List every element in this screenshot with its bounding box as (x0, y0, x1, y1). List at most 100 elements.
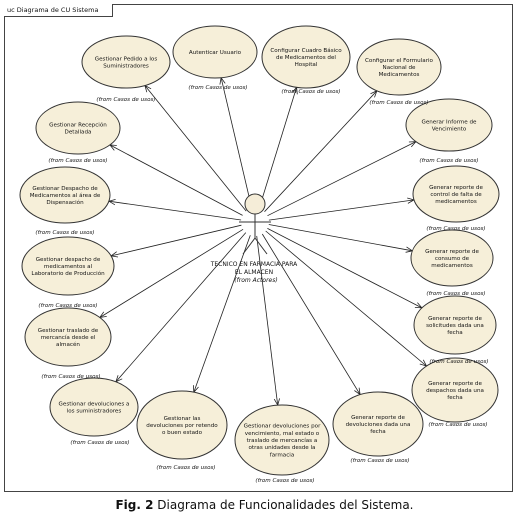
use-case-from-uc11: (from Casos de usos) (41, 374, 100, 380)
use-case-from-uc6: (from Casos de usos) (419, 158, 478, 164)
use-case-label-uc12-line1: Generar reporte de (428, 316, 482, 322)
actor-stereotype: (from Actores) (234, 277, 277, 284)
association-line-uc3 (258, 87, 297, 209)
use-case-label-uc8-line3: medicamentos (435, 199, 477, 205)
association-line-uc6 (267, 141, 417, 217)
use-case-from-uc1: (from Casos de usos) (96, 97, 155, 103)
use-case-from-uc7: (from Casos de usos) (35, 230, 94, 236)
use-case-label-uc4-line1: Configurar el Formulario (365, 58, 434, 64)
use-case-label-uc11-line1: Gestionar traslado de (38, 328, 99, 334)
use-case-label-uc16-line5: farmacia (270, 452, 295, 458)
use-case-label-uc17-line3: fecha (370, 429, 385, 435)
use-case-from-uc9: (from Casos de usos) (38, 303, 97, 309)
use-case-ellipses (19, 25, 500, 476)
association-arrow-uc4 (370, 90, 378, 98)
use-case-uc1 (81, 35, 171, 89)
use-case-label-uc14-line1: Generar reporte de (428, 381, 482, 387)
use-case-label-uc10-line2: consumo de (435, 256, 470, 262)
association-lines (99, 77, 427, 406)
use-case-uc8 (412, 165, 500, 223)
association-line-uc8 (268, 199, 415, 221)
use-case-label-uc14-line3: fecha (447, 395, 462, 401)
use-case-label-uc1-line2: Suministradores (103, 64, 149, 70)
association-arrow-uc14 (419, 359, 427, 367)
use-case-from-uc12: (from Casos de usos) (429, 359, 488, 365)
use-case-uc13 (49, 377, 139, 437)
use-case-label-uc3-line2: de Medicamentos del (276, 55, 336, 61)
association-line-uc13 (115, 232, 247, 383)
association-line-uc5 (109, 144, 243, 216)
association-arrow-uc17 (354, 387, 361, 395)
use-case-label-uc16-line1: Gestionar devoluciones por (244, 424, 321, 430)
association-line-uc10 (268, 224, 413, 252)
use-case-label-uc3-line1: Configurar Cuadro Básico (270, 47, 342, 54)
use-case-label-uc8-line1: Generar reporte de (429, 185, 483, 191)
use-case-uc12 (413, 295, 497, 355)
use-case-from-uc10: (from Casos de usos) (426, 291, 485, 297)
use-case-from-uc16: (from Casos de usos) (255, 478, 314, 484)
association-line-uc17 (261, 233, 361, 395)
use-case-from-uc2: (from Casos de usos) (188, 85, 247, 91)
use-case-uc7 (19, 166, 111, 224)
use-case-label-uc11-line2: mercancía desde el (41, 334, 96, 341)
association-line-uc16 (256, 235, 279, 406)
use-case-uc11 (24, 307, 112, 367)
association-line-uc4 (264, 90, 378, 212)
association-line-uc7 (108, 200, 242, 221)
use-case-label-uc15-line2: devoluciones por retendo (146, 423, 218, 429)
use-case-uc6 (405, 98, 493, 152)
use-case-from-uc3: (from Casos de usos) (281, 89, 340, 95)
use-case-label-uc7-line3: Dispensación (46, 199, 84, 206)
actor-left-leg (242, 237, 256, 255)
use-case-label-uc9-line3: Laboratorio de Producción (31, 270, 105, 277)
actor-name-line2: EL ALMACEN (235, 269, 273, 276)
use-case-from-uc15: (from Casos de usos) (156, 465, 215, 471)
use-case-label-uc5-line2: Detallada (65, 130, 92, 136)
use-case-label-uc3-line3: Hospital (295, 62, 318, 68)
actor-head (244, 193, 266, 215)
use-case-uc4 (356, 38, 442, 96)
use-case-label-uc16-line3: traslado de mercancías a (247, 437, 318, 444)
use-case-label-uc5-line1: Gestionar Recepción (49, 121, 107, 128)
association-arrow-uc15 (193, 385, 199, 393)
use-case-label-uc14-line2: despachos dada una (426, 388, 484, 394)
use-case-from-uc4: (from Casos de usos) (369, 100, 428, 106)
use-case-diagram: TECNICO EN FARMACIA PARA EL ALMACEN (fro… (19, 25, 500, 484)
use-case-from-uc13: (from Casos de usos) (70, 440, 129, 446)
figure-caption: Fig. 2 Diagrama de Funcionalidades del S… (0, 498, 529, 512)
use-case-label-uc7-line1: Gestionar Despacho de (32, 186, 98, 192)
use-case-uc9 (21, 236, 115, 296)
use-case-label-uc9-line2: medicamentos al (44, 264, 93, 270)
use-case-label-uc11-line3: almacén (56, 341, 80, 348)
use-case-label-uc15-line3: o buen estado (162, 430, 203, 436)
caption-text: Diagrama de Funcionalidades del Sistema. (153, 498, 414, 512)
use-case-from-uc14: (from Casos de usos) (428, 422, 487, 428)
use-case-uc14 (411, 357, 499, 423)
use-case-from-uc5: (from Casos de usos) (48, 158, 107, 164)
association-arrow-uc5 (109, 144, 117, 151)
association-arrow-uc11 (99, 311, 107, 318)
use-case-labels: Gestionar Pedido a losSuministradores(fr… (30, 47, 489, 484)
association-line-uc12 (267, 228, 423, 309)
use-case-label-uc10-line1: Generar reporte de (425, 249, 479, 255)
use-case-label-uc7-line2: Medicamentos al área de (30, 192, 101, 199)
use-case-label-uc12-line3: fecha (447, 330, 462, 336)
actor-figure: TECNICO EN FARMACIA PARA EL ALMACEN (fro… (210, 193, 298, 284)
association-arrow-uc7 (108, 199, 116, 206)
use-case-label-uc15-line1: Gestionar las (164, 416, 201, 422)
use-case-label-uc10-line3: medicamentos (431, 263, 473, 269)
use-case-uc5 (35, 101, 121, 155)
association-arrow-uc3 (291, 87, 298, 95)
association-line-uc9 (111, 224, 242, 257)
association-line-uc2 (220, 77, 253, 209)
caption-label: Fig. 2 (115, 498, 154, 512)
use-case-label-uc12-line2: solicitudes dada una (426, 323, 484, 329)
actor-name-line1: TECNICO EN FARMACIA PARA (210, 261, 298, 268)
use-case-label-uc4-line3: Medicamentos (379, 72, 420, 78)
association-arrow-uc9 (110, 251, 119, 258)
association-arrow-uc13 (115, 375, 123, 383)
use-case-uc2 (172, 25, 258, 79)
association-line-uc14 (265, 230, 427, 367)
use-case-label-uc17-line1: Generar reporte de (351, 415, 405, 421)
association-arrow-uc12 (414, 302, 423, 309)
